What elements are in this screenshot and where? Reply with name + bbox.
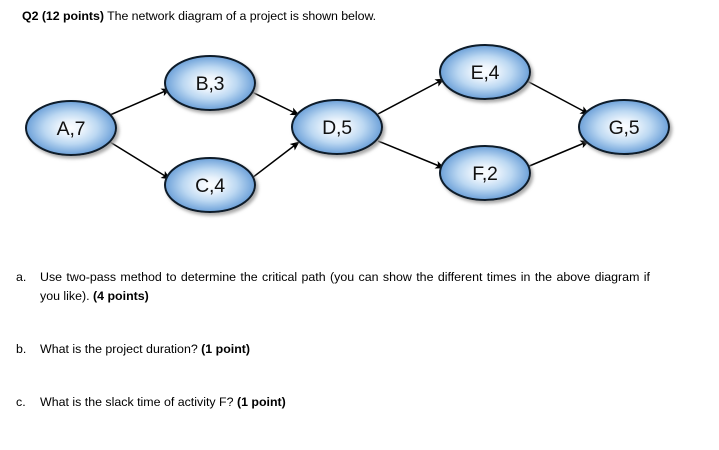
question-b-marker: b.	[16, 342, 27, 356]
node-c-shape	[164, 157, 256, 213]
question-b-body: What is the project duration? (1 point)	[40, 340, 650, 359]
question-a-body: Use two-pass method to determine the cri…	[40, 268, 650, 306]
page-title: Q2 (12 points) The network diagram of a …	[22, 8, 682, 25]
edge-d-to-e	[377, 78, 445, 115]
question-item-b: b. What is the project duration? (1 poin…	[0, 340, 719, 359]
edge-f-to-g	[526, 140, 590, 168]
edge-a-to-b	[109, 88, 171, 116]
node-d-label: D,5	[322, 117, 352, 139]
question-c-text: What is the slack time of activity F?	[40, 395, 237, 409]
diagram-edges	[109, 78, 590, 180]
question-c-points: (1 point)	[236, 395, 286, 409]
node-a-shape	[25, 100, 117, 156]
node-e-label: E,4	[471, 62, 500, 84]
node-f-label: F,2	[472, 163, 497, 185]
node-d-shape	[291, 99, 383, 155]
node-b[interactable]: B,3	[164, 55, 256, 111]
node-g[interactable]: G,5	[578, 99, 670, 155]
edge-d-to-f	[377, 140, 445, 169]
node-b-label: B,3	[196, 73, 225, 95]
node-a-label: A,7	[57, 118, 86, 140]
question-number-label: Q2 (12 points)	[22, 9, 104, 23]
question-list: a. Use two-pass method to determine the …	[0, 268, 719, 412]
question-item-a: a. Use two-pass method to determine the …	[0, 268, 719, 306]
question-prompt-text: The network diagram of a project is show…	[103, 9, 377, 23]
node-g-label: G,5	[609, 117, 640, 139]
question-c-body: What is the slack time of activity F? (1…	[40, 393, 650, 412]
diagram-nodes: A,7 B,3 C,4 D,5 E,4 F,2	[25, 44, 670, 213]
question-a-text: Use two-pass method to determine the cri…	[40, 270, 650, 303]
node-f-shape	[439, 145, 531, 201]
node-c[interactable]: C,4	[164, 157, 256, 213]
edge-e-to-g	[526, 80, 590, 115]
question-b-points: (1 point)	[201, 342, 251, 356]
node-e[interactable]: E,4	[439, 44, 531, 100]
node-f[interactable]: F,2	[439, 145, 531, 201]
node-c-label: C,4	[195, 175, 225, 197]
node-g-shape	[578, 99, 670, 155]
edge-b-to-d	[251, 91, 300, 116]
edge-a-to-c	[109, 141, 171, 180]
question-a-marker: a.	[16, 270, 27, 284]
node-b-shape	[164, 55, 256, 111]
question-item-c: c. What is the slack time of activity F?…	[0, 393, 719, 412]
question-a-points: (4 points)	[93, 289, 149, 303]
network-diagram: A,7 B,3 C,4 D,5 E,4 F,2	[0, 36, 719, 236]
question-b-text: What is the project duration?	[40, 342, 202, 356]
node-a[interactable]: A,7	[25, 100, 117, 156]
question-c-marker: c.	[16, 395, 26, 409]
node-e-shape	[439, 44, 531, 100]
node-d[interactable]: D,5	[291, 99, 383, 155]
edge-c-to-d	[251, 141, 300, 179]
